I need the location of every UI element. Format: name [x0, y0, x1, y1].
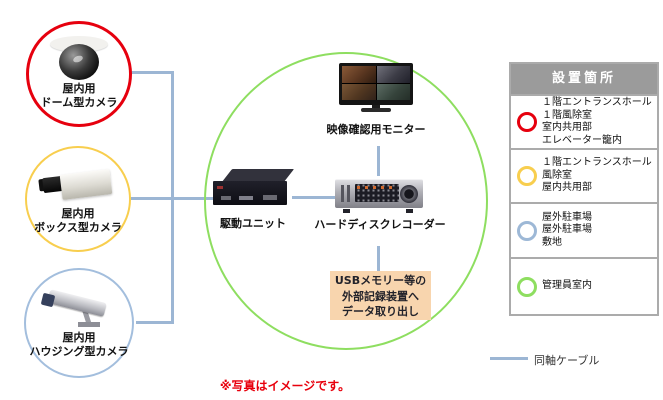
- location-panel: 設置箇所 １階エントランスホール １階風除室 室内共用部 エレベーター籠内 １階…: [509, 62, 659, 316]
- coaxial-cable-legend-label: 同軸ケーブル: [534, 354, 600, 367]
- location-line: １階エントランスホール: [542, 97, 652, 108]
- box-camera-body: [59, 169, 113, 200]
- housing-camera-body: [47, 289, 107, 317]
- camera-node-housing: 屋内用 ハウジング型カメラ: [24, 268, 134, 378]
- red-circle-marker: [517, 112, 537, 132]
- monitor-feed-1: [342, 66, 376, 83]
- hdd-recorder-label: ハードディスクレコーダー: [314, 218, 446, 231]
- hdd-recorder-body: [335, 179, 423, 208]
- housing-camera-image: [26, 282, 132, 332]
- monitor-feed-4: [376, 83, 410, 100]
- hdd-recorder-foot: [406, 209, 413, 213]
- coaxial-cable-legend-line: [490, 357, 528, 360]
- dome-camera-label: 屋内用 ドーム型カメラ: [29, 82, 129, 110]
- camera-node-dome: 屋内用 ドーム型カメラ: [26, 21, 132, 127]
- dome-camera-label-line1: 屋内用: [62, 82, 96, 95]
- yellow-circle-marker: [517, 166, 537, 186]
- location-line: 管理員室内: [542, 280, 592, 292]
- monitor-label: 映像確認用モニター: [326, 123, 426, 136]
- green-circle-marker: [517, 276, 537, 297]
- monitor-image: [339, 63, 413, 112]
- location-panel-title: 設置箇所: [511, 64, 657, 94]
- location-line: エレベーター籠内: [542, 134, 622, 146]
- hdd-recorder-image: [335, 179, 423, 213]
- drive-unit-label: 駆動ユニット: [220, 217, 286, 230]
- housing-camera-label-line1: 屋内用: [62, 331, 96, 345]
- location-line: 風除室: [542, 169, 572, 181]
- location-line: 室内共用部: [542, 122, 592, 133]
- monitor-feed-3: [342, 83, 376, 100]
- monitor-feed-2: [376, 66, 410, 83]
- box-camera-label-line1: 屋内用: [61, 207, 95, 221]
- hdd-recorder-foot: [343, 209, 350, 213]
- monitor-stand-base: [361, 108, 391, 112]
- drive-unit-connector: [221, 196, 231, 200]
- hdd-recorder-jog-dial: [400, 185, 418, 203]
- usb-export-note-box: USBメモリー等の 外部記録装置へ データ取り出し: [330, 271, 431, 320]
- location-row-housing-text: 屋外駐車場 屋外駐車場 敷地: [542, 212, 592, 250]
- housing-camera-base: [78, 322, 100, 327]
- drive-unit-front-face: [213, 181, 287, 205]
- location-row-manager-room-text: 管理員室内: [542, 280, 592, 293]
- location-line: 屋外駐車場: [542, 211, 592, 223]
- manager-room-boundary: [204, 52, 488, 350]
- usb-note-line3: データ取り出し: [342, 305, 419, 318]
- monitor-screen-quad-view: [342, 66, 410, 100]
- monitor-bezel: [339, 63, 413, 105]
- blue-circle-marker: [517, 220, 537, 241]
- hdd-recorder-leds: [357, 186, 397, 189]
- drive-unit-led: [217, 186, 223, 189]
- cable-box-to-drive-unit: [131, 197, 215, 200]
- dome-camera-image: [29, 34, 129, 89]
- drive-unit-connector: [239, 196, 253, 200]
- box-camera-label-line2: ボックス型カメラ: [34, 221, 122, 235]
- drive-unit-connector: [263, 195, 277, 200]
- location-row-dome-text: １階エントランスホール １階風除室 室内共用部 エレベーター籠内: [542, 97, 652, 147]
- drive-unit-image: [213, 169, 295, 215]
- hdd-recorder-vents: [341, 185, 350, 202]
- camera-node-box: 屋内用 ボックス型カメラ: [25, 146, 131, 252]
- usb-note-line1: USBメモリー等の: [334, 274, 427, 287]
- box-camera-image: [27, 164, 129, 210]
- dome-camera-dome: [59, 44, 99, 80]
- location-line: １階エントランスホール: [542, 157, 652, 169]
- location-row-box: １階エントランスホール 風除室 屋内共用部: [511, 148, 657, 202]
- cable-housing-to-trunk: [136, 321, 174, 324]
- housing-camera-lens: [40, 292, 56, 308]
- housing-camera-label-line2: ハウジング型カメラ: [29, 345, 129, 359]
- location-line: 敷地: [542, 236, 562, 248]
- usb-note-line2: 外部記録装置へ: [342, 289, 419, 303]
- location-row-dome: １階エントランスホール １階風除室 室内共用部 エレベーター籠内: [511, 94, 657, 148]
- cable-dome-to-trunk: [130, 71, 174, 74]
- location-row-housing: 屋外駐車場 屋外駐車場 敷地: [511, 202, 657, 257]
- location-row-box-text: １階エントランスホール 風除室 屋内共用部: [542, 157, 652, 195]
- box-camera-label: 屋内用 ボックス型カメラ: [27, 207, 129, 235]
- location-line: 屋外駐車場: [542, 224, 592, 236]
- location-line: 屋内共用部: [542, 182, 592, 194]
- dome-camera-label-line2: ドーム型カメラ: [40, 96, 118, 109]
- monitor-stand-neck: [372, 105, 380, 108]
- location-line: １階風除室: [542, 109, 592, 121]
- housing-camera-label: 屋内用 ハウジング型カメラ: [26, 331, 132, 359]
- location-row-manager-room: 管理員室内: [511, 257, 657, 314]
- photo-disclaimer-note: ※写真はイメージです。: [219, 379, 351, 393]
